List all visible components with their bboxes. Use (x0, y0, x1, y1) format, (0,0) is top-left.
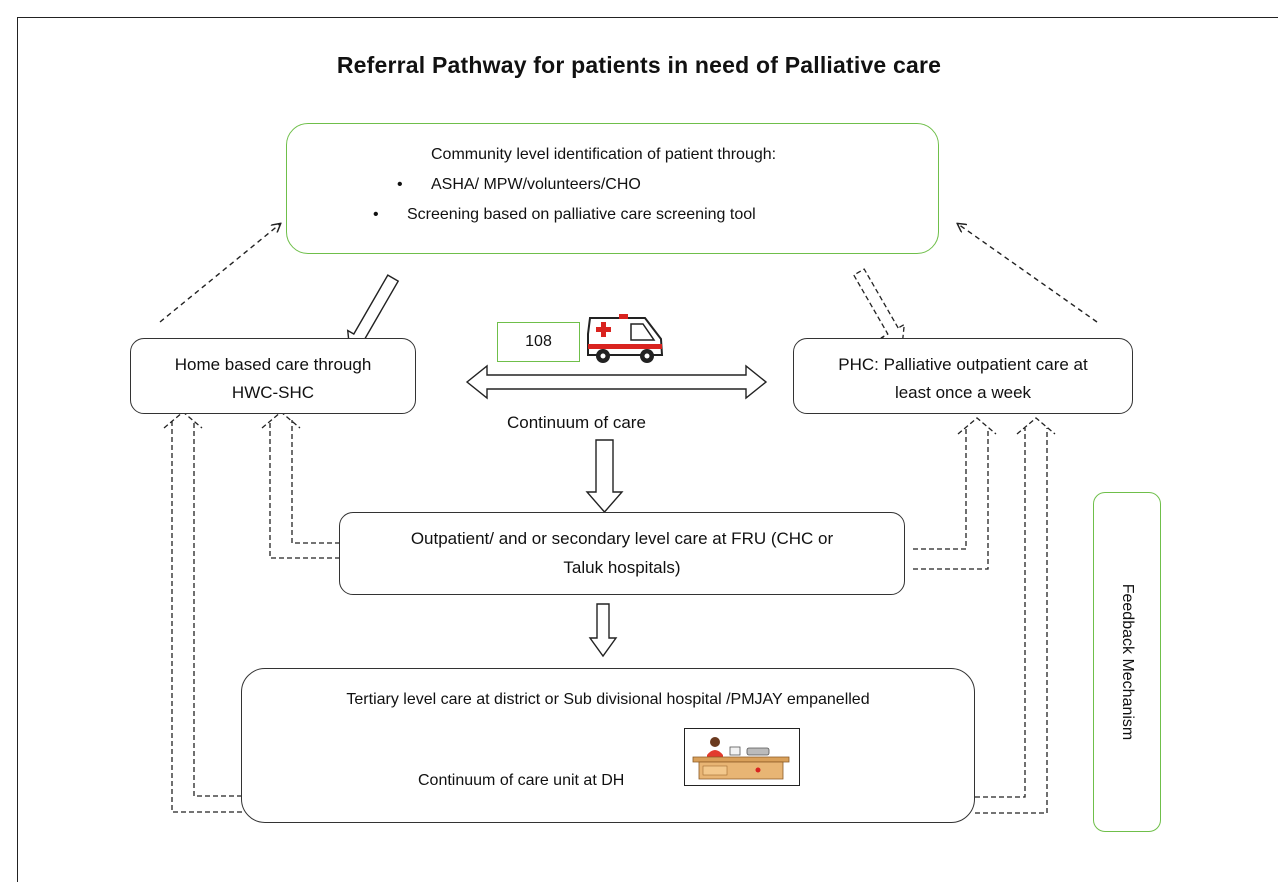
continuum-label: Continuum of care (507, 413, 646, 432)
tertiary-care-box (241, 668, 975, 823)
down-arrow-to-tertiary (588, 603, 618, 658)
home-care-line1: Home based care through (174, 355, 372, 374)
fru-line2: Taluk hospitals) (563, 558, 681, 577)
dashed-hollow-arrow-community-to-phc (852, 268, 906, 348)
down-arrow-to-fru (585, 439, 624, 514)
phc-box (793, 338, 1133, 414)
tertiary-heading: Tertiary level care at district or Sub d… (346, 691, 870, 708)
dashed-arrowhead-fru-phc (957, 417, 997, 435)
home-care-line2: HWC-SHC (231, 383, 315, 402)
dashed-arrowhead-tertiary-phc (1016, 417, 1056, 435)
ambulance-number-box: 108 (497, 322, 580, 362)
dashed-route-fru-to-home (269, 420, 340, 559)
community-heading: Community level identification of patien… (431, 146, 777, 163)
dashed-route-tertiary-to-phc (975, 428, 1048, 814)
dashed-arrowhead-fru-home (261, 411, 301, 429)
diagram-title: Referral Pathway for patients in need of… (336, 52, 942, 78)
fru-box (339, 512, 905, 595)
phc-line1: PHC: Palliative outpatient care at (838, 355, 1088, 374)
dashed-arrowhead-tertiary-home (163, 411, 203, 429)
dashed-route-tertiary-to-home (171, 420, 242, 813)
page-frame (17, 17, 1278, 882)
feedback-mechanism-box (1093, 492, 1161, 832)
care-desk-icon (692, 737, 790, 780)
care-unit-illustration (684, 728, 800, 786)
community-bullet-list: ASHA/ MPW/volunteers/CHO Screening based… (373, 170, 756, 230)
ambulance-icon (587, 314, 664, 363)
phc-line2: least once a week (894, 383, 1032, 402)
bullet-item: ASHA/ MPW/volunteers/CHO (397, 170, 780, 200)
fru-line1: Outpatient/ and or secondary level care … (410, 529, 834, 548)
dashed-route-fru-to-phc (913, 428, 989, 570)
double-arrow-home-phc (465, 364, 768, 400)
dashed-arrow-home-to-community (159, 224, 280, 323)
bullet-item: Screening based on palliative care scree… (373, 200, 756, 230)
continuum-unit-label: Continuum of care unit at DH (418, 772, 625, 789)
dashed-arrow-phc-to-community (958, 224, 1098, 323)
home-care-box (130, 338, 416, 414)
feedback-mechanism-text: Feedback Mechanism (1119, 583, 1136, 741)
